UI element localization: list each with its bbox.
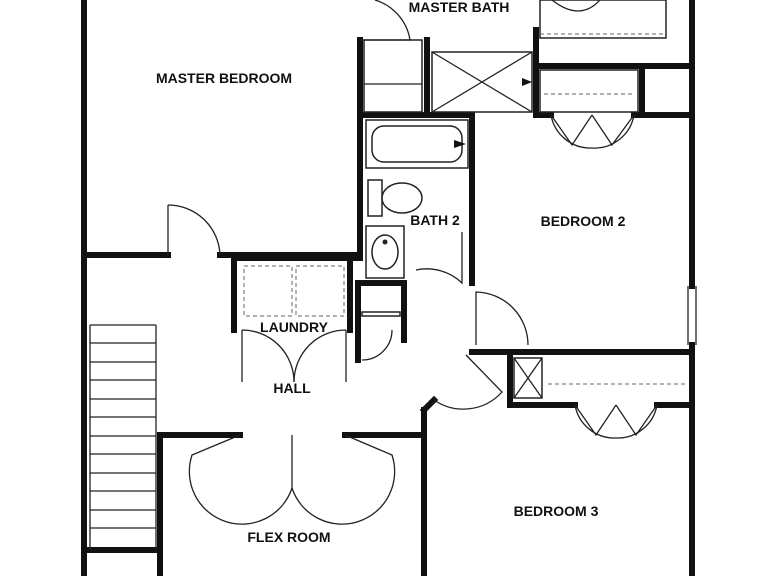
flex-room-label: FLEX ROOM	[247, 529, 330, 545]
bath-2-fixtures	[365, 119, 469, 285]
bath-2-label: BATH 2	[410, 212, 460, 228]
staircase	[89, 324, 157, 550]
master-bedroom-label: MASTER BEDROOM	[156, 70, 292, 86]
linen-closet	[361, 311, 401, 361]
interior-walls	[81, 27, 695, 576]
master-bath-label: MASTER BATH	[409, 0, 510, 15]
closets	[513, 33, 688, 399]
hall-label: HALL	[273, 380, 311, 396]
bedroom-3-label: BEDROOM 3	[514, 503, 599, 519]
laundry-fixtures	[241, 265, 347, 383]
laundry-label: LAUNDRY	[260, 319, 329, 335]
room-labels: MASTER BATH MASTER BEDROOM BATH 2 BEDROO…	[156, 0, 626, 545]
master-bath-fixtures	[360, 0, 667, 113]
bedroom-2-label: BEDROOM 2	[541, 213, 626, 229]
door-swings	[167, 114, 658, 525]
exterior-walls	[81, 0, 697, 576]
